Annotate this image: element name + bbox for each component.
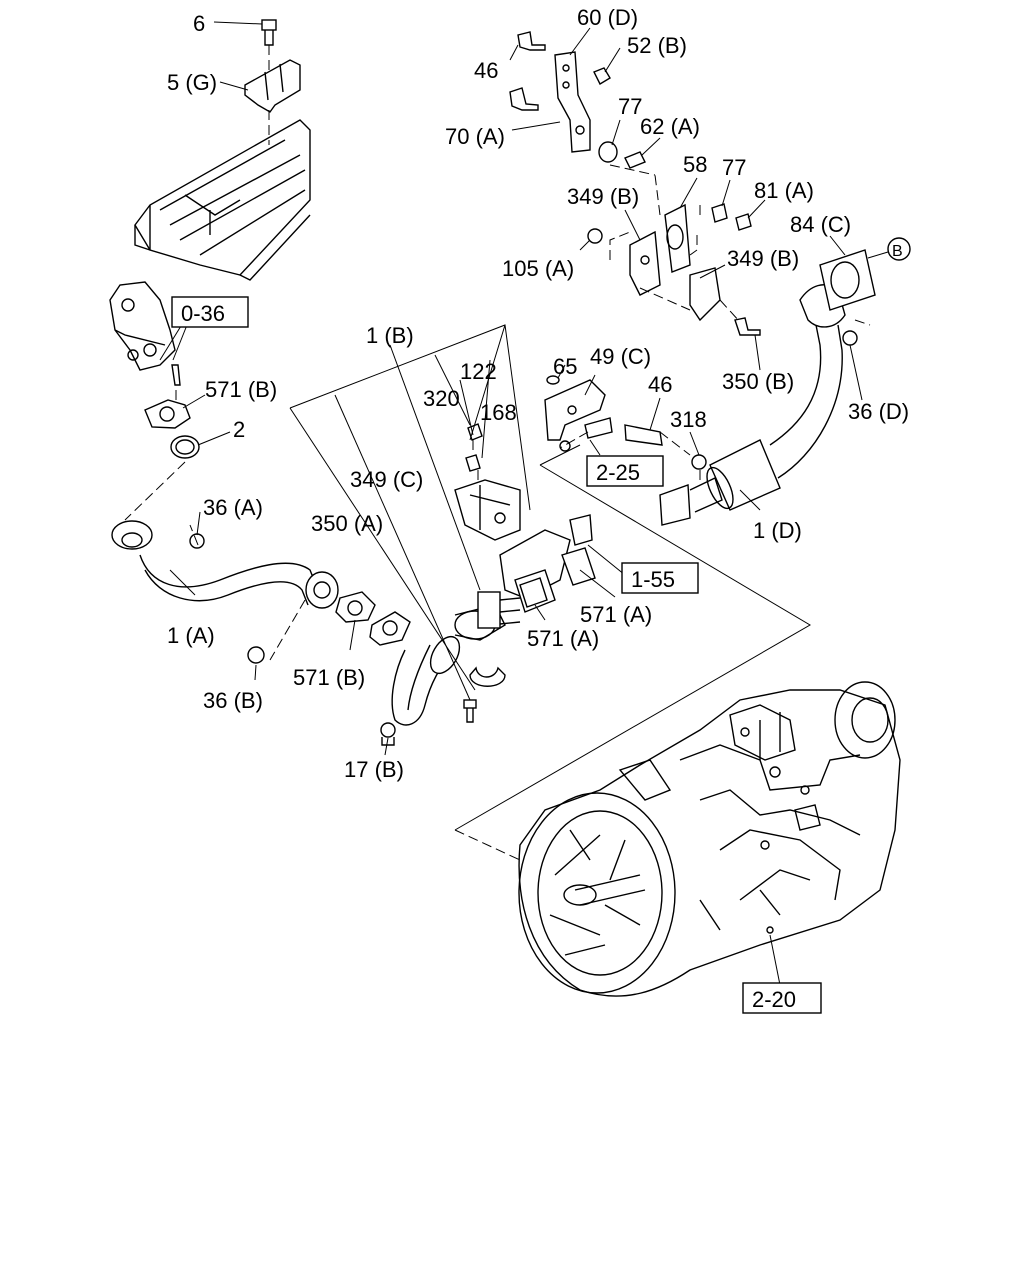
label-58: 58: [683, 152, 707, 177]
gasket-571b-top: [144, 399, 191, 429]
tailpipe-1d: [659, 249, 876, 526]
ref-box-2-20[interactable]: 2-20: [742, 982, 822, 1014]
hanger-bracket-168: [454, 423, 521, 541]
ref-2-20-label: 2-20: [752, 987, 796, 1012]
bracket-60d: [509, 31, 656, 176]
ring-2: [124, 435, 200, 521]
label-52b: 52 (B): [627, 33, 687, 58]
dashed-alignment-lines: [189, 174, 871, 861]
label-6: 6: [193, 11, 205, 36]
front-pipe-1a: [111, 520, 339, 664]
bolt-6: [261, 19, 277, 145]
label-571a-2: 571 (A): [527, 626, 599, 651]
label-65: 65: [553, 354, 577, 379]
ref-box-1-55[interactable]: 1-55: [621, 562, 699, 594]
label-105a: 105 (A): [502, 256, 574, 281]
ref-1-55-label: 1-55: [631, 567, 675, 592]
label-320: 320: [423, 386, 460, 411]
label-350a: 350 (A): [311, 511, 383, 536]
label-571a-1: 571 (A): [580, 602, 652, 627]
pipe-1b: [380, 591, 521, 746]
label-349b-b: 349 (B): [727, 246, 799, 271]
bracket-5g: [244, 59, 301, 113]
label-46-top: 46: [474, 58, 498, 83]
label-1a: 1 (A): [167, 623, 215, 648]
label-1b: 1 (B): [366, 323, 414, 348]
ref-0-36-label: 0-36: [181, 301, 225, 326]
label-81a: 81 (A): [754, 178, 814, 203]
ref-box-2-25[interactable]: 2-25: [586, 455, 664, 487]
label-318: 318: [670, 407, 707, 432]
label-36a: 36 (A): [203, 495, 263, 520]
label-2: 2: [233, 417, 245, 442]
exhaust-manifold: [109, 281, 181, 405]
label-77-a: 77: [618, 94, 642, 119]
label-49c: 49 (C): [590, 344, 651, 369]
label-349b-a: 349 (B): [567, 184, 639, 209]
bracket-49c: [544, 375, 707, 470]
frame-crossmember: [134, 119, 311, 281]
gaskets-571b-bottom: [335, 591, 411, 646]
flange-assembly: [499, 514, 596, 613]
label-77-b: 77: [722, 155, 746, 180]
label-122: 122: [460, 359, 497, 384]
label-17b: 17 (B): [344, 757, 404, 782]
label-1d: 1 (D): [753, 518, 802, 543]
part-labels: 6 5 (G) 60 (D) 46 52 (B) 70 (A) 77 62 (A…: [167, 5, 909, 782]
label-62a: 62 (A): [640, 114, 700, 139]
label-571b-bottom: 571 (B): [293, 665, 365, 690]
label-36b: 36 (B): [203, 688, 263, 713]
label-350b: 350 (B): [722, 369, 794, 394]
transmission: [518, 681, 901, 997]
label-5g: 5 (G): [167, 70, 217, 95]
label-84c: 84 (C): [790, 212, 851, 237]
leader-lines: [159, 21, 863, 986]
circle-ref-b: B: [867, 237, 911, 261]
hanger-58: [587, 203, 761, 336]
circle-ref-b-label: B: [892, 243, 903, 260]
label-46-mid: 46: [648, 372, 672, 397]
ref-2-25-label: 2-25: [596, 460, 640, 485]
label-36d: 36 (D): [848, 399, 909, 424]
label-70a: 70 (A): [445, 124, 505, 149]
label-571b-top: 571 (B): [205, 377, 277, 402]
label-60d: 60 (D): [577, 5, 638, 30]
label-168: 168: [480, 400, 517, 425]
label-349c: 349 (C): [350, 467, 423, 492]
ref-box-0-36[interactable]: 0-36: [171, 296, 249, 328]
